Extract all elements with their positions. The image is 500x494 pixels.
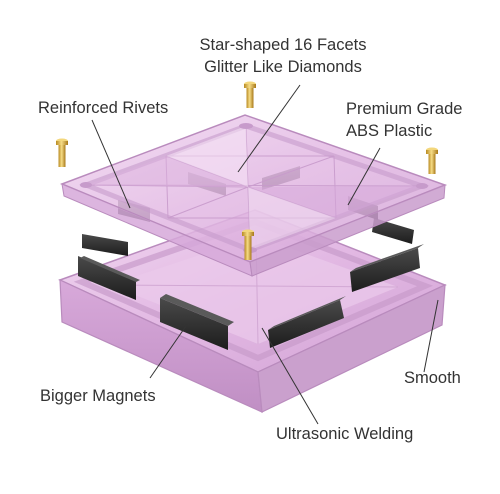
label-smooth: Smooth xyxy=(404,369,461,387)
rivet xyxy=(56,138,68,167)
bottom-tile xyxy=(58,209,447,413)
leader-premium-grade xyxy=(347,147,381,206)
label-premium-grade-line1: Premium Grade xyxy=(346,100,463,118)
magnet xyxy=(350,244,424,272)
label-reinforced-rivets: Reinforced Rivets xyxy=(38,99,169,117)
magnet xyxy=(160,298,228,350)
label-star-facets: Star-shaped 16 Facets Glitter Like Diamo… xyxy=(178,34,388,78)
rivets xyxy=(56,81,438,260)
magnet xyxy=(268,300,344,348)
magnet xyxy=(350,248,420,292)
rivet xyxy=(244,81,256,108)
top-tile xyxy=(59,114,448,277)
label-ultrasonic-welding: Ultrasonic Welding xyxy=(276,425,414,443)
magnet xyxy=(80,256,140,282)
magnet xyxy=(82,234,128,256)
leader-bigger-magnets xyxy=(149,325,187,379)
leader-lines xyxy=(91,84,439,425)
leader-star-facets xyxy=(237,84,301,173)
rivet xyxy=(242,229,254,260)
magnet xyxy=(78,256,136,300)
label-premium-grade-line2: ABS Plastic xyxy=(346,122,433,140)
magnet xyxy=(160,294,234,326)
rivet xyxy=(426,147,438,174)
leader-smooth xyxy=(423,299,439,373)
label-premium-grade: Premium Grade ABS Plastic xyxy=(346,98,462,142)
label-bigger-magnets: Bigger Magnets xyxy=(40,387,156,405)
magnet xyxy=(268,296,346,330)
leader-reinforced-rivets xyxy=(91,119,131,209)
label-star-facets-line1: Star-shaped 16 Facets xyxy=(199,36,367,54)
leader-ultrasonic-welding xyxy=(261,327,319,425)
magnet xyxy=(372,218,414,244)
label-star-facets-line2: Glitter Like Diamonds xyxy=(204,58,362,76)
